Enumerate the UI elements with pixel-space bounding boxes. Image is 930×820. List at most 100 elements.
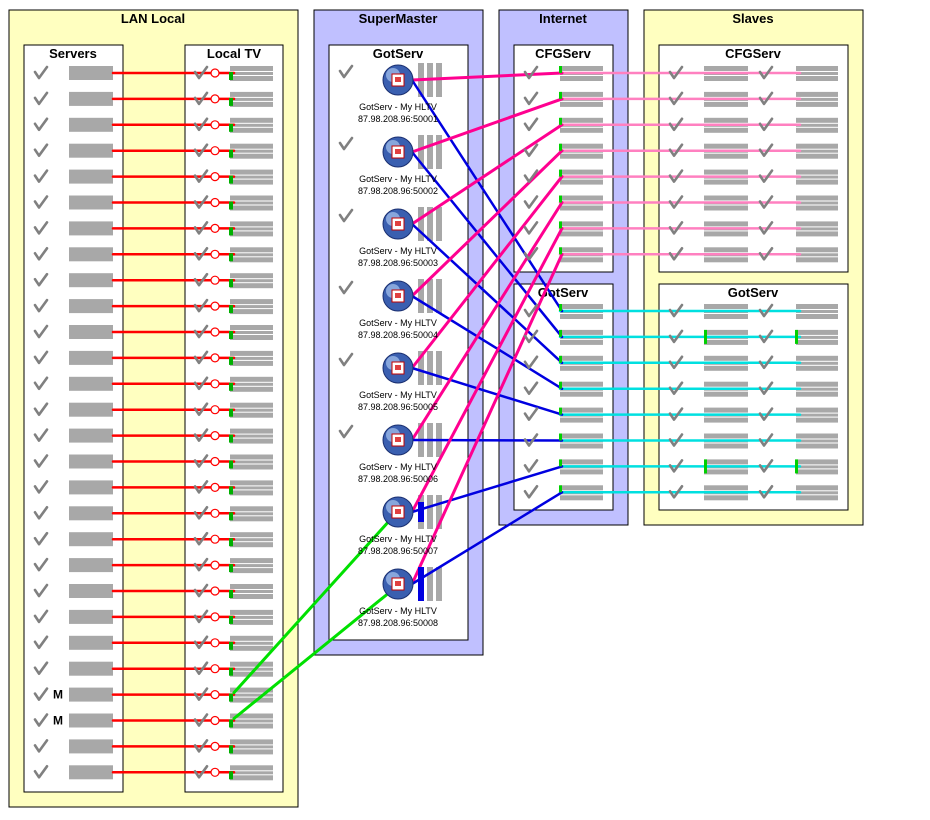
master-cfg-link — [410, 71, 564, 82]
master-got-link — [410, 491, 564, 586]
hltv-port-block — [436, 567, 442, 601]
slave-cfg-block-2 — [796, 221, 838, 227]
internet-got-status — [559, 459, 562, 467]
tv-stream-block — [230, 273, 273, 279]
checkmark-icon — [668, 433, 684, 447]
tv-stream-block — [230, 376, 273, 382]
internet-cfg-status — [559, 91, 562, 99]
server-mark-label: M — [53, 714, 63, 728]
checkmark-icon — [33, 65, 49, 80]
slave-cfg-block-low — [704, 127, 748, 133]
master-cfg-link — [410, 123, 564, 226]
tv-stream-block-mid — [230, 745, 273, 749]
tv-port-icon — [210, 482, 220, 492]
hltv-tv-screen — [395, 365, 401, 370]
tv-stream-block — [230, 635, 273, 641]
checkmark-icon — [33, 506, 49, 520]
tv-stream-block-mid — [230, 408, 273, 412]
server-block — [69, 687, 113, 702]
tv-port-icon — [210, 405, 220, 415]
checkmark-icon — [523, 247, 539, 261]
slave-got-block-2-mid — [796, 335, 838, 339]
tv-stream-block-mid — [230, 72, 273, 75]
checkmark-icon — [668, 247, 684, 261]
tv-stream-block-low — [230, 153, 273, 159]
checkmark-icon — [758, 329, 774, 344]
lan-master-link — [232, 518, 392, 695]
tv-stream-block — [230, 428, 273, 434]
slave-cfg-block-2-mid — [796, 149, 838, 153]
slave-got-block-2-mid — [796, 491, 838, 495]
checkmark-icon — [33, 557, 49, 572]
server-block — [69, 117, 113, 132]
hltv-tv-screen — [395, 437, 401, 442]
checkmark-icon — [33, 428, 49, 442]
checkmark-icon — [33, 272, 49, 287]
tv-stream-block-low — [230, 205, 273, 211]
tv-stream-block-mid — [230, 641, 273, 645]
slave-cfg-block-2 — [796, 195, 838, 201]
hltv-globe-icon — [382, 280, 414, 312]
box-cfgserv-internet-title: CFGServ — [535, 46, 591, 61]
server-block — [69, 739, 113, 754]
tv-status-indicator — [229, 227, 233, 236]
checkmark-icon — [33, 350, 49, 365]
slave-cfg-block — [704, 117, 748, 123]
tv-port-icon — [210, 120, 220, 130]
internet-got-block-low — [560, 443, 603, 449]
slave-got-block-low — [704, 365, 748, 371]
master-cfg-link — [410, 201, 564, 442]
internet-cfg-block-low — [560, 231, 603, 237]
checkmark-icon — [523, 459, 539, 473]
slave-cfg-block-2-mid — [796, 123, 838, 127]
internet-cfg-block-low — [560, 76, 603, 81]
checkmark-icon — [193, 531, 209, 546]
tv-status-indicator — [229, 408, 233, 417]
tv-stream-block-low — [230, 283, 273, 289]
tv-stream-block-mid — [230, 279, 273, 283]
tv-stream-block — [230, 66, 273, 71]
checkmark-icon — [33, 765, 49, 779]
tv-stream-block-mid — [230, 771, 273, 775]
hltv-port-block — [427, 351, 433, 385]
checkmark-icon — [33, 91, 49, 106]
slave-cfg-block-low — [704, 101, 748, 107]
hltv-port-block — [436, 279, 442, 313]
slave-cfg-block-2-low — [796, 205, 838, 211]
slave-cfg-block-2 — [796, 91, 838, 97]
slave-cfg-block-2-mid — [796, 97, 838, 101]
slave-cfg-block — [704, 169, 748, 175]
internet-got-block — [560, 355, 603, 361]
tv-stream-block-low — [230, 101, 273, 107]
tv-stream-block — [230, 609, 273, 615]
tv-port-icon — [210, 301, 220, 311]
slave-cfg-block-2-low — [796, 257, 838, 263]
tv-stream-block — [230, 299, 273, 305]
checkmark-icon — [523, 355, 539, 370]
hltv-node-name: GotServ - My HLTV — [359, 534, 437, 544]
internet-cfg-block — [560, 91, 603, 97]
tv-stream-block-mid — [230, 305, 273, 309]
slave-got-block-low — [704, 443, 748, 449]
tv-stream-block-low — [230, 257, 273, 263]
checkmark-icon — [193, 687, 209, 701]
checkmark-icon — [523, 381, 539, 395]
tv-stream-block-mid — [230, 123, 273, 127]
hltv-node-address: 87.98.208.96:50002 — [358, 186, 438, 196]
tv-stream-block-mid — [230, 356, 273, 360]
hltv-port-block — [427, 567, 433, 601]
tv-stream-block — [230, 247, 273, 253]
server-block — [69, 635, 113, 650]
slave-cfg-block-2-mid — [796, 201, 838, 205]
hltv-port-block — [436, 207, 442, 241]
hltv-node-address: 87.98.208.96:50003 — [358, 258, 438, 268]
checkmark-icon — [33, 324, 49, 339]
tv-stream-block-low — [230, 749, 273, 755]
tv-stream-block-mid — [230, 434, 273, 438]
slave-cfg-block — [704, 221, 748, 227]
internet-cfg-block — [560, 143, 603, 149]
tv-stream-block-low — [230, 490, 273, 496]
hltv-node-name: GotServ - My HLTV — [359, 462, 437, 472]
checkmark-icon — [523, 485, 539, 499]
